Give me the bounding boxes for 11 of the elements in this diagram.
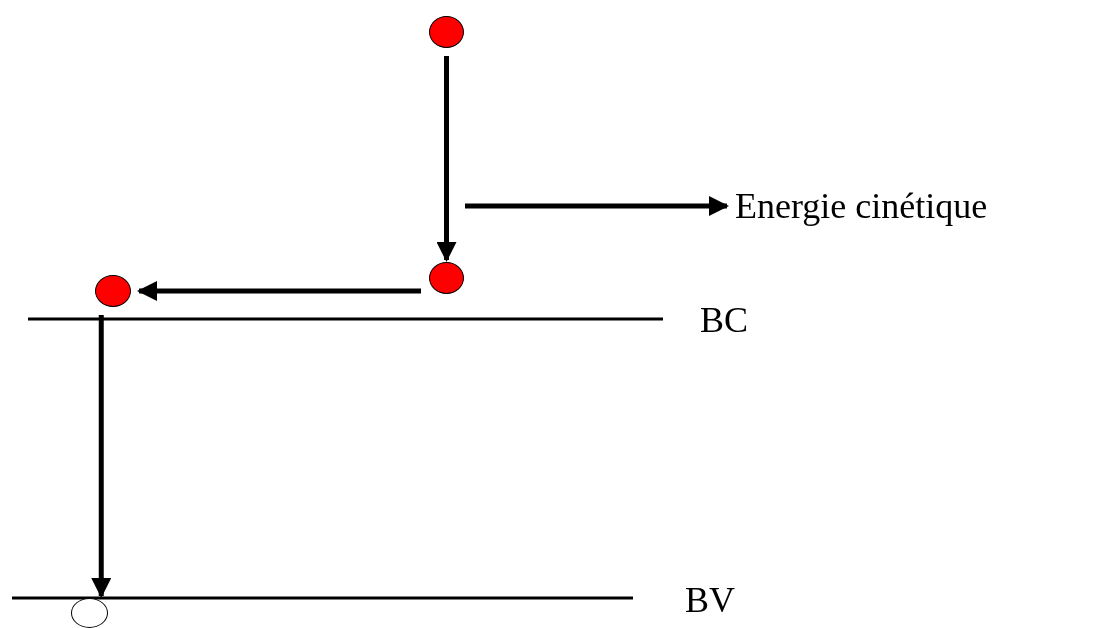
text-label: Energie cinétique: [735, 186, 988, 226]
arrow: [137, 281, 421, 301]
band-label: BC: [700, 300, 749, 340]
band-label: BV: [685, 580, 735, 620]
electron-circle: [429, 262, 464, 294]
electron-circle: [429, 16, 464, 48]
arrow: [436, 56, 457, 262]
arrow: [465, 196, 729, 216]
arrow: [91, 315, 112, 598]
electron-circle: [95, 275, 131, 307]
hole-circle: [71, 598, 108, 628]
